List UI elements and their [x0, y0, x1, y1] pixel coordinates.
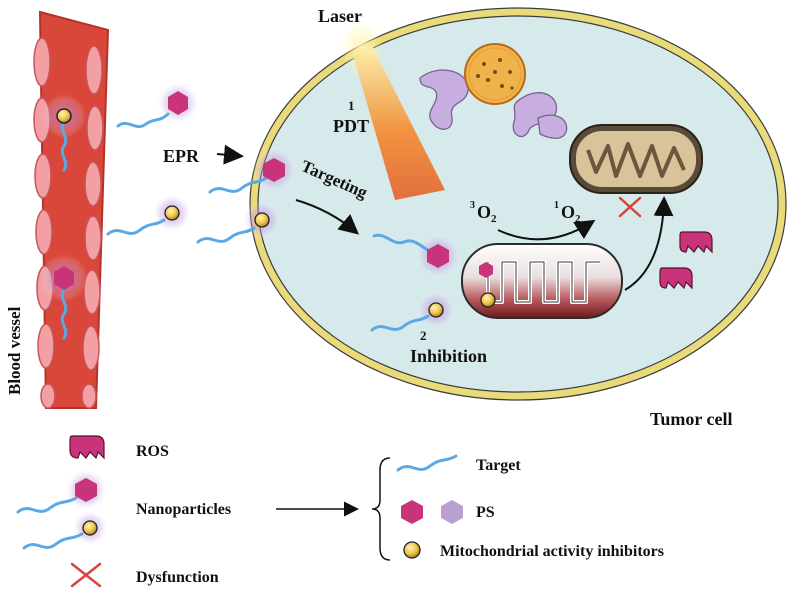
targeting-arrow — [295, 199, 360, 235]
nanoparticle-ps-free — [116, 81, 200, 129]
nanoparticle-ps-membrane — [208, 146, 298, 194]
mitochondrion — [461, 243, 623, 319]
nanoparticle-ps-targeting — [372, 232, 462, 280]
ros-shape — [659, 267, 693, 290]
triplet-oxygen-superscript: 3 — [470, 200, 475, 211]
blood-vessel — [33, 10, 110, 409]
legend-ps-label: PS — [476, 504, 495, 521]
vesicle — [464, 43, 526, 105]
legend-dysfunction — [70, 562, 102, 588]
legend-ros: ROS — [69, 435, 169, 460]
ps-legend-icon — [75, 478, 97, 502]
laser-beam — [340, 20, 445, 200]
legend-target-label: Target — [476, 457, 521, 474]
legend-brace — [371, 457, 391, 561]
vessel-nanoparticle-ps — [40, 254, 88, 340]
vessel-nanoparticle-inhibitor — [42, 94, 86, 172]
dysfunctional-mitochondrion — [569, 124, 703, 194]
singlet-oxygen-superscript: 1 — [554, 200, 559, 211]
inhibition-step-number: 2 — [420, 328, 427, 343]
ps-magenta-icon — [401, 500, 423, 524]
ros-shape — [679, 231, 713, 254]
legend-inhibitors-label: Mitochondrial activity inhibitors — [440, 543, 664, 560]
inhibition-label: Inhibition — [410, 346, 487, 366]
nanoparticle-inhibitor-membrane — [196, 200, 282, 244]
tumor-cell-label: Tumor cell — [650, 409, 733, 429]
singlet-oxygen: O — [561, 202, 575, 222]
legend-nanoparticles: Nanoparticles — [16, 468, 231, 550]
ps-lilac-icon — [441, 500, 463, 524]
singlet-oxygen-subscript: 2 — [575, 213, 581, 225]
oxygen-conversion-arrow — [497, 219, 596, 241]
legend-nanoparticles-label: Nanoparticles — [136, 501, 231, 518]
nanoparticle-inhibitor-inhibition — [370, 290, 456, 332]
target-legend-icon — [396, 454, 458, 472]
nanoparticle-inhibitor-free — [106, 193, 192, 236]
inhibitor-legend-icon — [82, 520, 98, 536]
pdt-step-number: 1 — [348, 98, 355, 113]
ros-legend-icon — [69, 435, 105, 460]
golgi-apparatus — [419, 69, 568, 139]
epr-label: EPR — [163, 146, 200, 166]
pdt-label: PDT — [333, 116, 369, 136]
epr-arrow — [216, 144, 244, 165]
legend-dysfunction-label: Dysfunction — [136, 569, 219, 586]
triplet-oxygen: O — [477, 202, 491, 222]
blood-vessel-label: Blood vessel — [5, 306, 24, 395]
legend-ros-label: ROS — [136, 443, 169, 460]
laser-label: Laser — [318, 6, 362, 26]
inhibitor-icon — [403, 541, 421, 559]
triplet-oxygen-subscript: 2 — [491, 213, 497, 225]
dysfunction-cross — [618, 196, 642, 218]
inhibition-to-dysfunction-arrow — [624, 196, 674, 291]
